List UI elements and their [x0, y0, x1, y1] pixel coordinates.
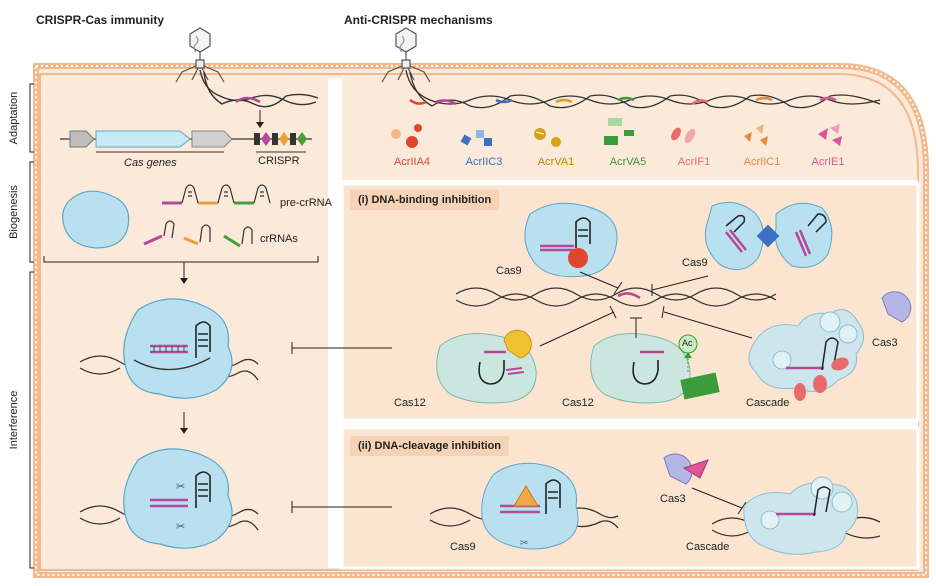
interference-complex-binding: [79, 298, 259, 399]
label-cascade-ii: Cascade: [686, 541, 730, 553]
interference-complex-cleavage: ✂ ✂: [79, 448, 259, 549]
phage-left: [175, 27, 225, 83]
acr-label-acrie1: AcrIE1: [811, 156, 845, 168]
cascade-cleavage: [711, 476, 881, 555]
panel-i-title: (i) DNA-binding inhibition: [350, 190, 500, 210]
cascade-acrif1: [748, 309, 864, 401]
label-cas3-ii: Cas3: [660, 493, 686, 505]
inhibition-arrow-ii: [691, 487, 747, 515]
stage-label-interference: Interference: [8, 390, 20, 450]
target-dna: [455, 287, 777, 307]
stage-brackets: [29, 83, 34, 569]
stage-label-adaptation: Adaptation: [8, 91, 20, 145]
pre-crrna: [162, 184, 271, 205]
inhibition-arrows-left: [291, 342, 392, 513]
cas-protein-blob: [62, 190, 130, 249]
cas12-acrva1: [436, 329, 537, 404]
cas3-icon: [881, 291, 912, 323]
pre-crrna-label: pre-crRNA: [280, 197, 332, 209]
label-cas9-left: Cas9: [496, 265, 522, 277]
crrnas-label: crRNAs: [260, 233, 298, 245]
acr-label-acrif1: AcrIF1: [677, 156, 711, 168]
cas-locus: [60, 130, 312, 153]
label-cas3-i: Cas3: [872, 337, 898, 349]
panel-ii-title: (ii) DNA-cleavage inhibition: [350, 436, 510, 456]
label-cas12-left: Cas12: [394, 397, 426, 409]
svg-text:✂: ✂: [176, 480, 185, 493]
label-cascade-i: Cascade: [746, 397, 790, 409]
acr-label-acrva5: AcrVA5: [609, 156, 647, 168]
phage-right: [381, 27, 431, 83]
crispr-array-label: CRISPR: [258, 155, 300, 167]
cas9-acriia4-cleavage: ✂: [429, 462, 619, 550]
cas-genes-label: Cas genes: [124, 157, 177, 169]
cas12-acrva5: [590, 333, 720, 404]
label-cas12-right: Cas12: [562, 397, 594, 409]
column-divider: [328, 78, 342, 568]
acr-label-acriic3: AcrIIC3: [465, 156, 503, 168]
acr-label-acriia4: AcrIIA4: [393, 156, 431, 168]
acr-protein-icons: [391, 118, 842, 148]
cas9-dimer-acriic3: [704, 201, 833, 271]
stage-label-biogenesis: Biogenesis: [8, 185, 20, 239]
cas9-acriia4: [524, 202, 618, 278]
phage-dna-left: [199, 69, 319, 108]
crrnas: [143, 220, 253, 248]
label-cas9-right: Cas9: [682, 257, 708, 269]
svg-text:✂: ✂: [176, 520, 185, 533]
svg-text:✂: ✂: [520, 538, 528, 549]
label-acetyl: Ac: [682, 338, 693, 348]
phage-genome-acr: [405, 69, 881, 109]
header-anti-crispr-mechanisms: Anti-CRISPR mechanisms: [344, 13, 493, 27]
header-crispr-cas-immunity: CRISPR-Cas immunity: [36, 13, 165, 27]
acr-gene-markers: [409, 96, 837, 106]
acr-label-acrva1: AcrVA1: [537, 156, 575, 168]
cas3-acrie1: [663, 453, 709, 485]
inhibition-arrows-i: [539, 271, 753, 347]
acr-label-acriic1: AcrIIC1: [743, 156, 781, 168]
label-cas9-ii: Cas9: [450, 541, 476, 553]
